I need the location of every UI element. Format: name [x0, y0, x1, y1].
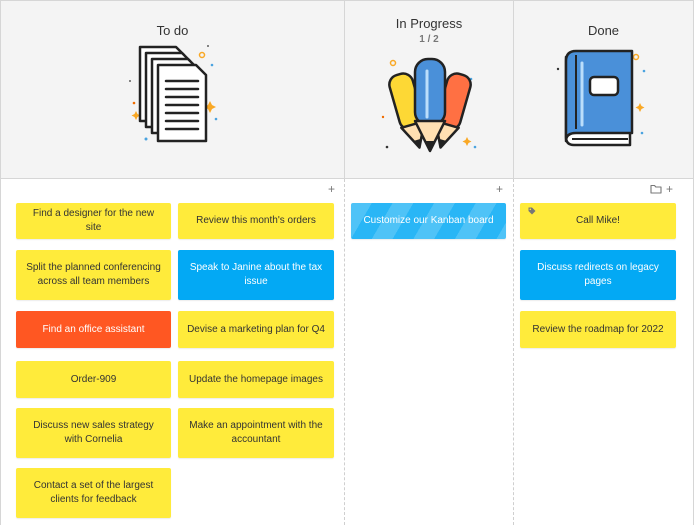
column-in-progress: + Customize our Kanban board: [345, 179, 514, 525]
board-header: To do: [0, 0, 694, 179]
kanban-card[interactable]: Call Mike!: [520, 203, 676, 239]
column-title-in-progress: In Progress: [395, 16, 463, 31]
tag-icon: [528, 207, 536, 215]
folder-icon[interactable]: [650, 184, 662, 194]
kanban-card[interactable]: Split the planned conferencing across al…: [16, 250, 171, 300]
kanban-card[interactable]: Discuss new sales strategy with Cornelia: [16, 408, 171, 458]
add-card-button[interactable]: +: [496, 182, 504, 196]
column-todo: + Find a designer for the new site Revie…: [0, 179, 345, 525]
add-card-button[interactable]: +: [328, 182, 336, 196]
kanban-card[interactable]: Find an office assistant: [16, 311, 171, 348]
kanban-card[interactable]: Order-909: [16, 361, 171, 398]
kanban-card[interactable]: Devise a marketing plan for Q4: [178, 311, 334, 348]
book-icon: [556, 49, 646, 147]
column-title-todo: To do: [156, 23, 189, 38]
add-card-button[interactable]: +: [666, 182, 674, 196]
kanban-card[interactable]: Make an appointment with the accountant: [178, 408, 334, 458]
pencils-icon: [381, 57, 477, 153]
column-header-in-progress: In Progress 1 / 2: [345, 0, 514, 178]
kanban-card[interactable]: Review the roadmap for 2022: [520, 311, 676, 348]
board-body: + Find a designer for the new site Revie…: [0, 179, 694, 525]
kanban-card[interactable]: Find a designer for the new site: [16, 203, 171, 239]
kanban-card[interactable]: Discuss redirects on legacy pages: [520, 250, 676, 300]
kanban-card[interactable]: Update the homepage images: [178, 361, 334, 398]
column-title-done: Done: [587, 23, 620, 38]
column-limit-count: 1 / 2: [419, 34, 439, 45]
column-header-todo: To do: [0, 0, 345, 178]
kanban-card[interactable]: Review this month's orders: [178, 203, 334, 239]
documents-icon: [129, 45, 218, 143]
card-text: Call Mike!: [576, 215, 620, 226]
column-done: + Call Mike! Discuss redirects on legacy…: [514, 179, 694, 525]
column-header-done: Done: [514, 0, 694, 178]
kanban-card[interactable]: Customize our Kanban board: [351, 203, 506, 239]
kanban-card[interactable]: Speak to Janine about the tax issue: [178, 250, 334, 300]
kanban-card[interactable]: Contact a set of the largest clients for…: [16, 468, 171, 518]
